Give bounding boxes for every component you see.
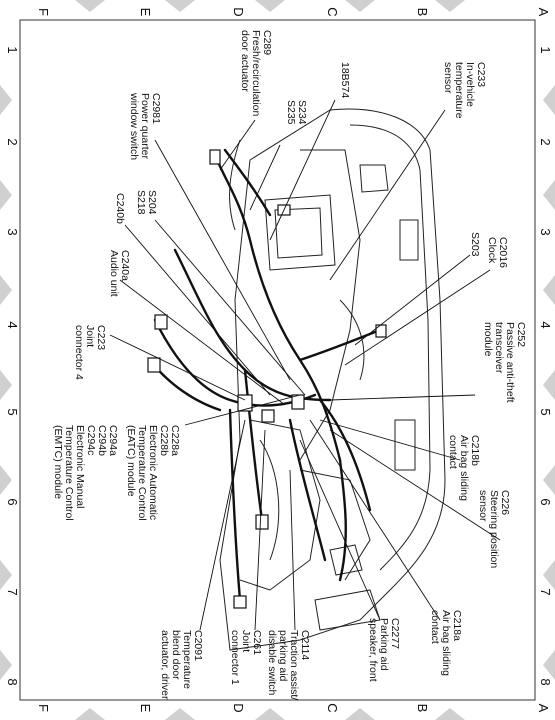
- grid-col-label-2: 2: [538, 138, 553, 146]
- grid-row-label-a-bottom: A: [536, 703, 551, 713]
- grid-col-label-6-left: 6: [5, 498, 20, 506]
- grid-row-label-d-bottom: D: [231, 703, 246, 713]
- grid-row-label-e-bottom: E: [138, 703, 153, 713]
- callout-c240b: C240b: [114, 193, 126, 224]
- grid-row-label-c-bottom: C: [325, 703, 340, 713]
- grid-col-label-4-left: 4: [5, 321, 20, 329]
- grid-col-label-8: 8: [538, 678, 553, 686]
- grid-row-label-c: C: [325, 7, 340, 17]
- grid-row-label-e: E: [138, 7, 153, 17]
- grid-row-label-b-bottom: B: [415, 703, 430, 713]
- callout-18b574: 18B574: [339, 62, 351, 99]
- grid-col-label-8-left: 8: [5, 678, 20, 686]
- callout-s203: S203: [469, 232, 481, 257]
- outer-border: [19, 19, 536, 701]
- grid-row-label-f-bottom: F: [36, 704, 51, 712]
- grid-col-label-7: 7: [538, 588, 553, 596]
- grid-col-label-5-left: 5: [5, 408, 20, 416]
- harness-connectors: [147, 149, 387, 609]
- grid-col-label-3-left: 3: [5, 228, 20, 236]
- grid-col-label-2-left: 2: [5, 138, 20, 146]
- grid-col-label-4: 4: [538, 321, 553, 329]
- grid-col-label-7-left: 7: [5, 588, 20, 596]
- grid-row-label-d: D: [231, 7, 246, 17]
- leader-lines: [109, 99, 501, 631]
- grid-col-label-3: 3: [538, 228, 553, 236]
- grid-row-label-a: A: [536, 7, 551, 17]
- grid-col-label-1-left: 1: [5, 46, 20, 54]
- instrument-panel-drawing: [219, 108, 446, 651]
- grid-col-label-5: 5: [538, 408, 553, 416]
- grid-row-label-b: B: [415, 7, 430, 17]
- grid-col-label-1: 1: [538, 46, 553, 54]
- wire-harness: [148, 148, 382, 602]
- grid-col-label-6: 6: [538, 498, 553, 506]
- grid-row-label-f: F: [36, 8, 51, 16]
